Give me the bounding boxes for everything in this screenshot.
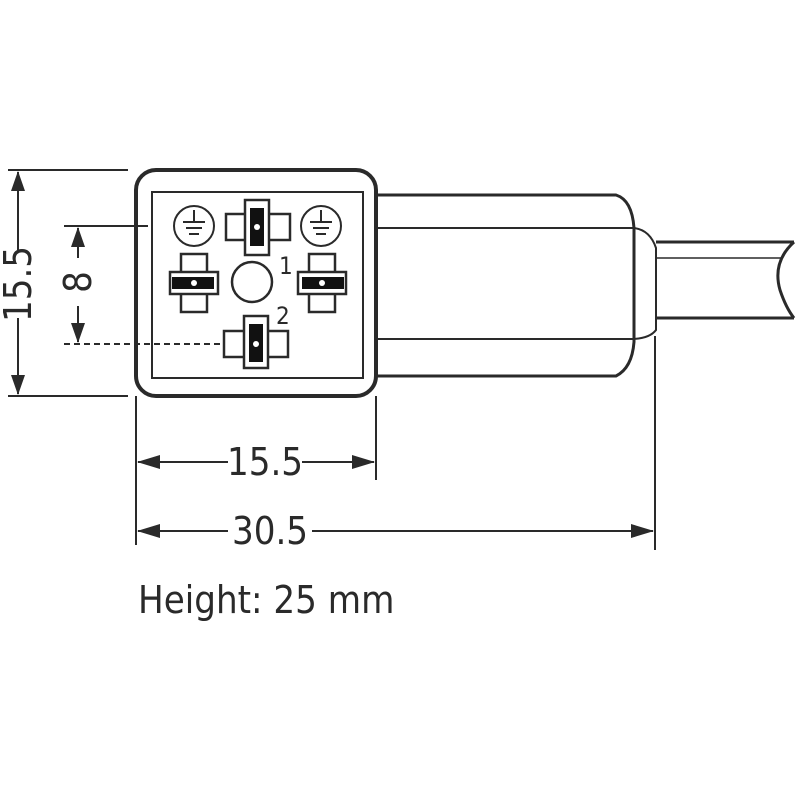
connector-head bbox=[134, 168, 378, 398]
dimension-body-width bbox=[135, 396, 377, 545]
contact-center bbox=[230, 260, 274, 304]
spacing-arrow-bottom bbox=[71, 323, 85, 343]
cable-cut-end bbox=[776, 240, 796, 319]
cable-housing bbox=[376, 193, 657, 378]
contact-top bbox=[224, 198, 292, 257]
dimension-height bbox=[8, 169, 128, 397]
body-width-dimension-label: 15.5 bbox=[227, 440, 303, 484]
pin-spacing-dimension-label: 8 bbox=[56, 271, 100, 293]
dimension-total-length bbox=[137, 336, 656, 550]
ground-icon bbox=[300, 205, 342, 247]
pin-1-label: 1 bbox=[279, 252, 293, 280]
contact-bottom bbox=[222, 314, 290, 370]
body-width-arrow-right bbox=[352, 455, 375, 469]
height-arrow-top bbox=[11, 171, 25, 191]
dimension-pin-spacing bbox=[64, 225, 220, 345]
ground-icon bbox=[173, 205, 215, 247]
pin-2-label: 2 bbox=[276, 302, 290, 330]
housing-outline bbox=[376, 193, 636, 378]
strain-relief bbox=[633, 227, 657, 340]
height-arrow-bottom bbox=[11, 375, 25, 395]
head-inner-outline bbox=[151, 191, 364, 379]
total-length-arrow-left bbox=[137, 524, 160, 538]
height-caption: Height: 25 mm bbox=[138, 578, 395, 622]
spacing-arrow-top bbox=[71, 227, 85, 247]
height-dimension-label: 15.5 bbox=[0, 246, 40, 322]
contact-left bbox=[168, 252, 220, 314]
head-outer-outline bbox=[134, 168, 378, 398]
total-length-dimension-label: 30.5 bbox=[232, 509, 308, 553]
contact-right bbox=[296, 252, 348, 314]
cable bbox=[656, 240, 796, 320]
body-width-arrow-left bbox=[137, 455, 160, 469]
total-length-arrow-right bbox=[631, 524, 654, 538]
